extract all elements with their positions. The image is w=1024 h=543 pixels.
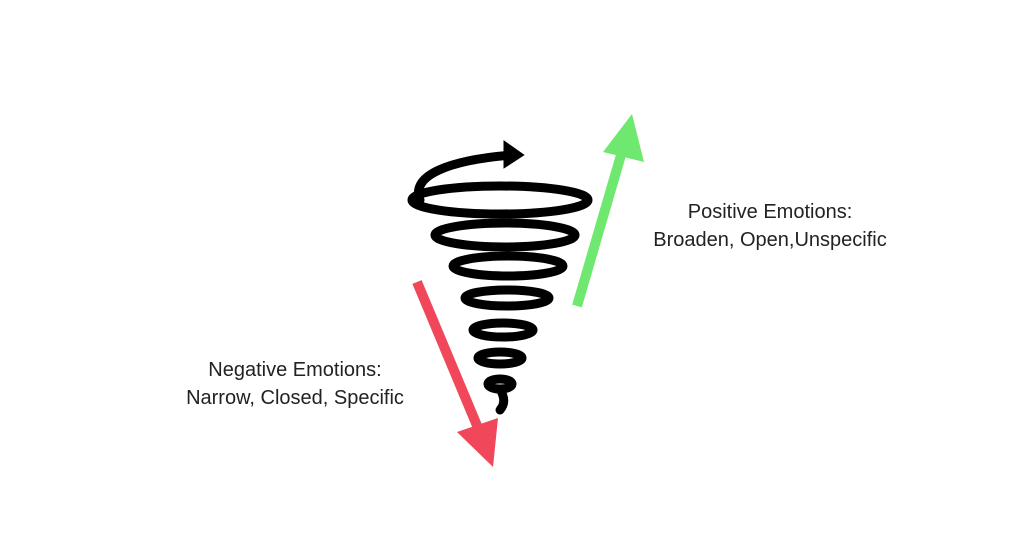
negative-title: Negative Emotions:: [208, 359, 382, 381]
positive-title: Positive Emotions:: [687, 201, 853, 223]
red-down-arrow-icon: [412, 280, 498, 467]
positive-emotions-label: Positive Emotions: Broaden, Open,Unspeci…: [620, 198, 920, 254]
positive-subtitle: Broaden, Open,Unspecific: [653, 229, 887, 251]
green-up-arrow-icon: [572, 114, 644, 308]
spiral-icon: [407, 140, 593, 415]
negative-subtitle: Narrow, Closed, Specific: [186, 387, 404, 409]
negative-emotions-label: Negative Emotions: Narrow, Closed, Speci…: [150, 356, 440, 412]
